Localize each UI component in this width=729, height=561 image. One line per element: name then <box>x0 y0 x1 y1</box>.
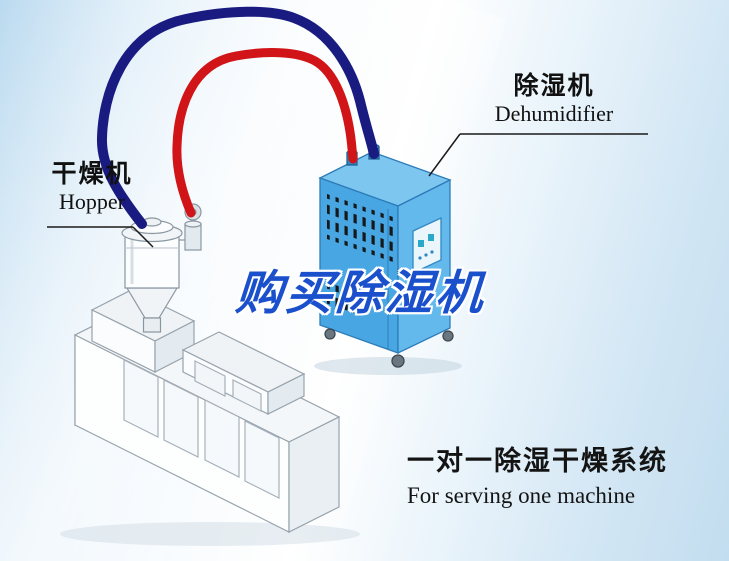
extruder-shadow <box>60 522 360 546</box>
slogan-text: 购买除湿机 <box>233 266 488 319</box>
vent-grille-upper <box>327 194 393 262</box>
door-panel <box>204 399 240 478</box>
dehumidifier-label-cn: 除湿机 <box>513 72 595 100</box>
door-panel <box>123 359 159 438</box>
panel-indicator <box>430 250 434 254</box>
caption-line-cn: 一对一除湿干燥系统 <box>407 446 668 476</box>
caster-wheel <box>442 330 454 342</box>
door-panel <box>163 379 199 458</box>
dehumidifier-label: 除湿机 Dehumidifier <box>452 72 656 127</box>
barrel-right <box>267 373 305 415</box>
extruder-right-face <box>288 416 340 533</box>
door-panel <box>244 420 280 499</box>
caster-wheel <box>324 328 336 340</box>
dehumidifier-illustration <box>314 143 462 375</box>
dehumidifier-label-en: Dehumidifier <box>494 100 614 126</box>
caption-line-en: For serving one machine <box>407 483 636 509</box>
extruder-illustration <box>60 289 360 546</box>
hopper-label-cn: 干燥机 <box>51 160 133 188</box>
loader-body <box>184 223 202 251</box>
dehumidifier-shadow <box>314 357 462 375</box>
caption-block: 一对一除湿干燥系统 For serving one machine <box>407 446 668 509</box>
loader-top <box>184 220 202 228</box>
hopper-label-en: Hopper <box>59 188 125 214</box>
barrel-panel <box>232 379 262 412</box>
hopper-body <box>124 232 180 289</box>
red-supply-pipe <box>172 48 358 218</box>
vent-grille-lower <box>327 282 355 318</box>
dehumidifier-pointer-line <box>428 133 461 177</box>
hoses <box>96 6 379 229</box>
pointer-lines <box>47 133 648 248</box>
panel-button <box>428 234 434 241</box>
hopper-neck <box>142 317 162 333</box>
blue-return-pipe <box>96 6 379 229</box>
hopper-pointer-line <box>132 226 154 248</box>
caster-wheel <box>391 354 405 368</box>
barrel-panel <box>194 360 226 397</box>
hopper-label: 干燥机 Hopper <box>40 160 144 215</box>
panel-indicator <box>418 256 422 260</box>
panel-indicator <box>424 253 428 257</box>
panel-button <box>418 240 424 247</box>
hopper-illustration <box>121 203 202 333</box>
